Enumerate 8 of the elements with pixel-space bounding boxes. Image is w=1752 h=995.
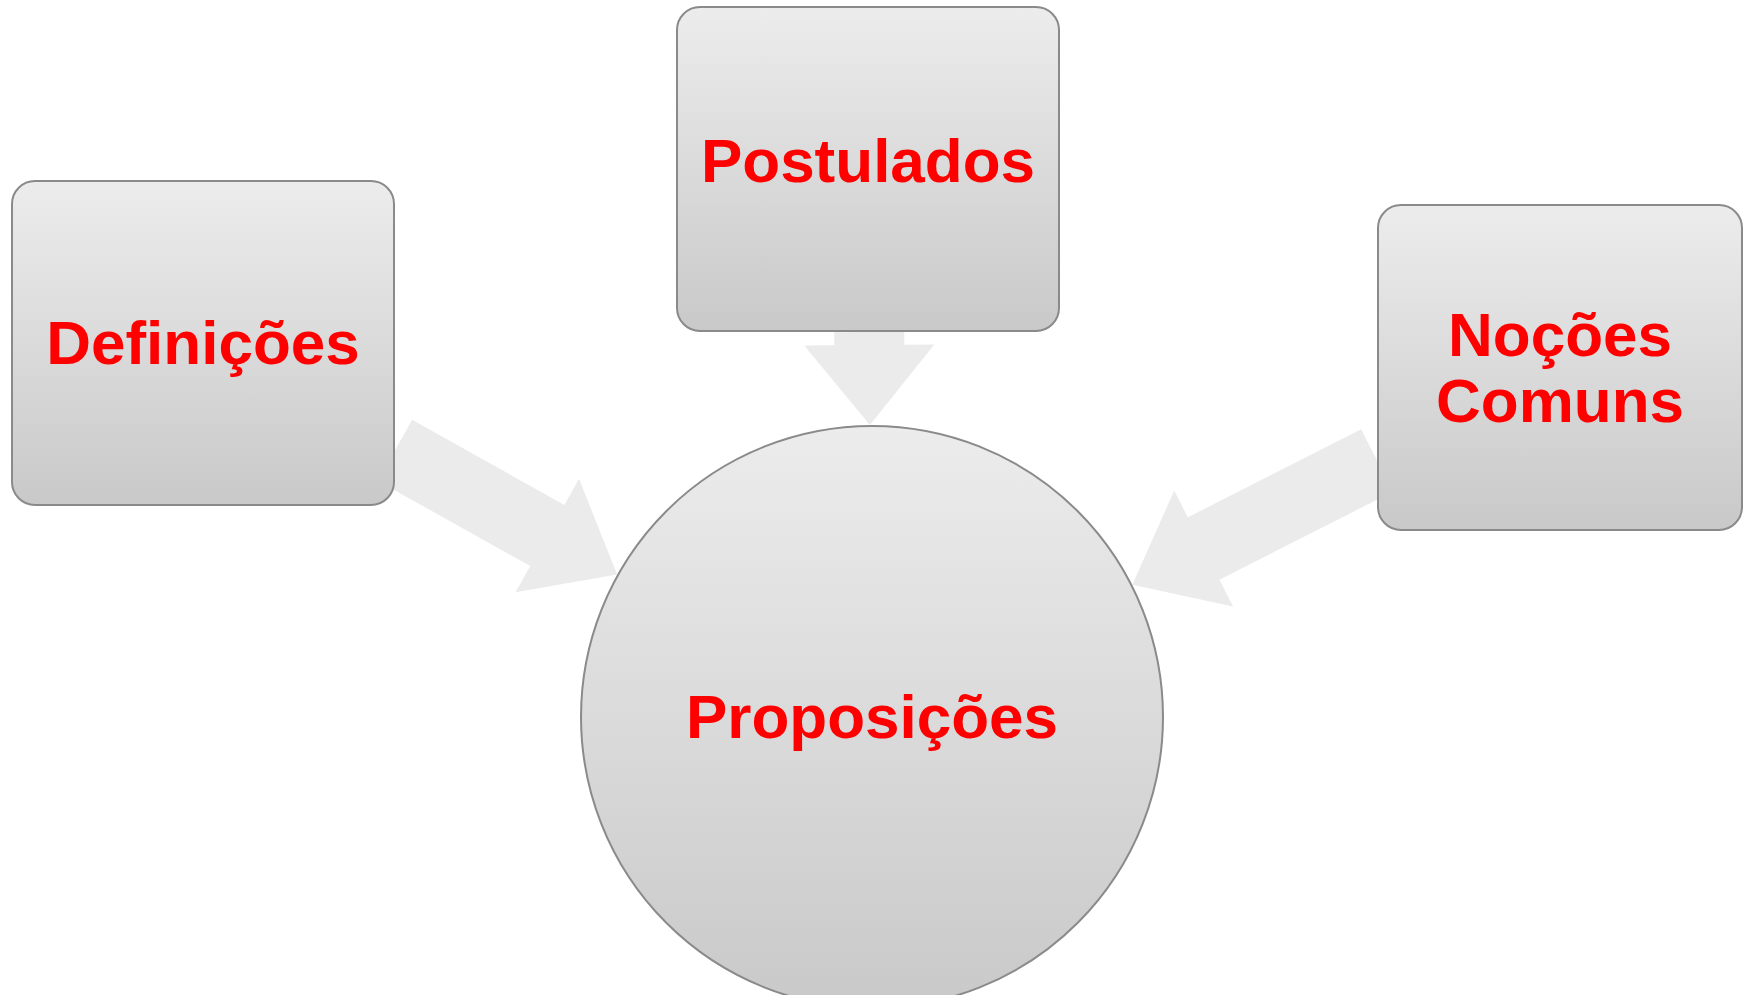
node-label: Postulados (699, 128, 1037, 194)
rounded-box (11, 180, 395, 506)
rounded-box (1377, 204, 1743, 531)
rounded-box (676, 6, 1060, 332)
node-label: Proposições (684, 684, 1060, 750)
node-label: Definições (45, 310, 361, 376)
node-label: Noções Comuns (1435, 302, 1685, 433)
block-arrow (804, 331, 935, 425)
